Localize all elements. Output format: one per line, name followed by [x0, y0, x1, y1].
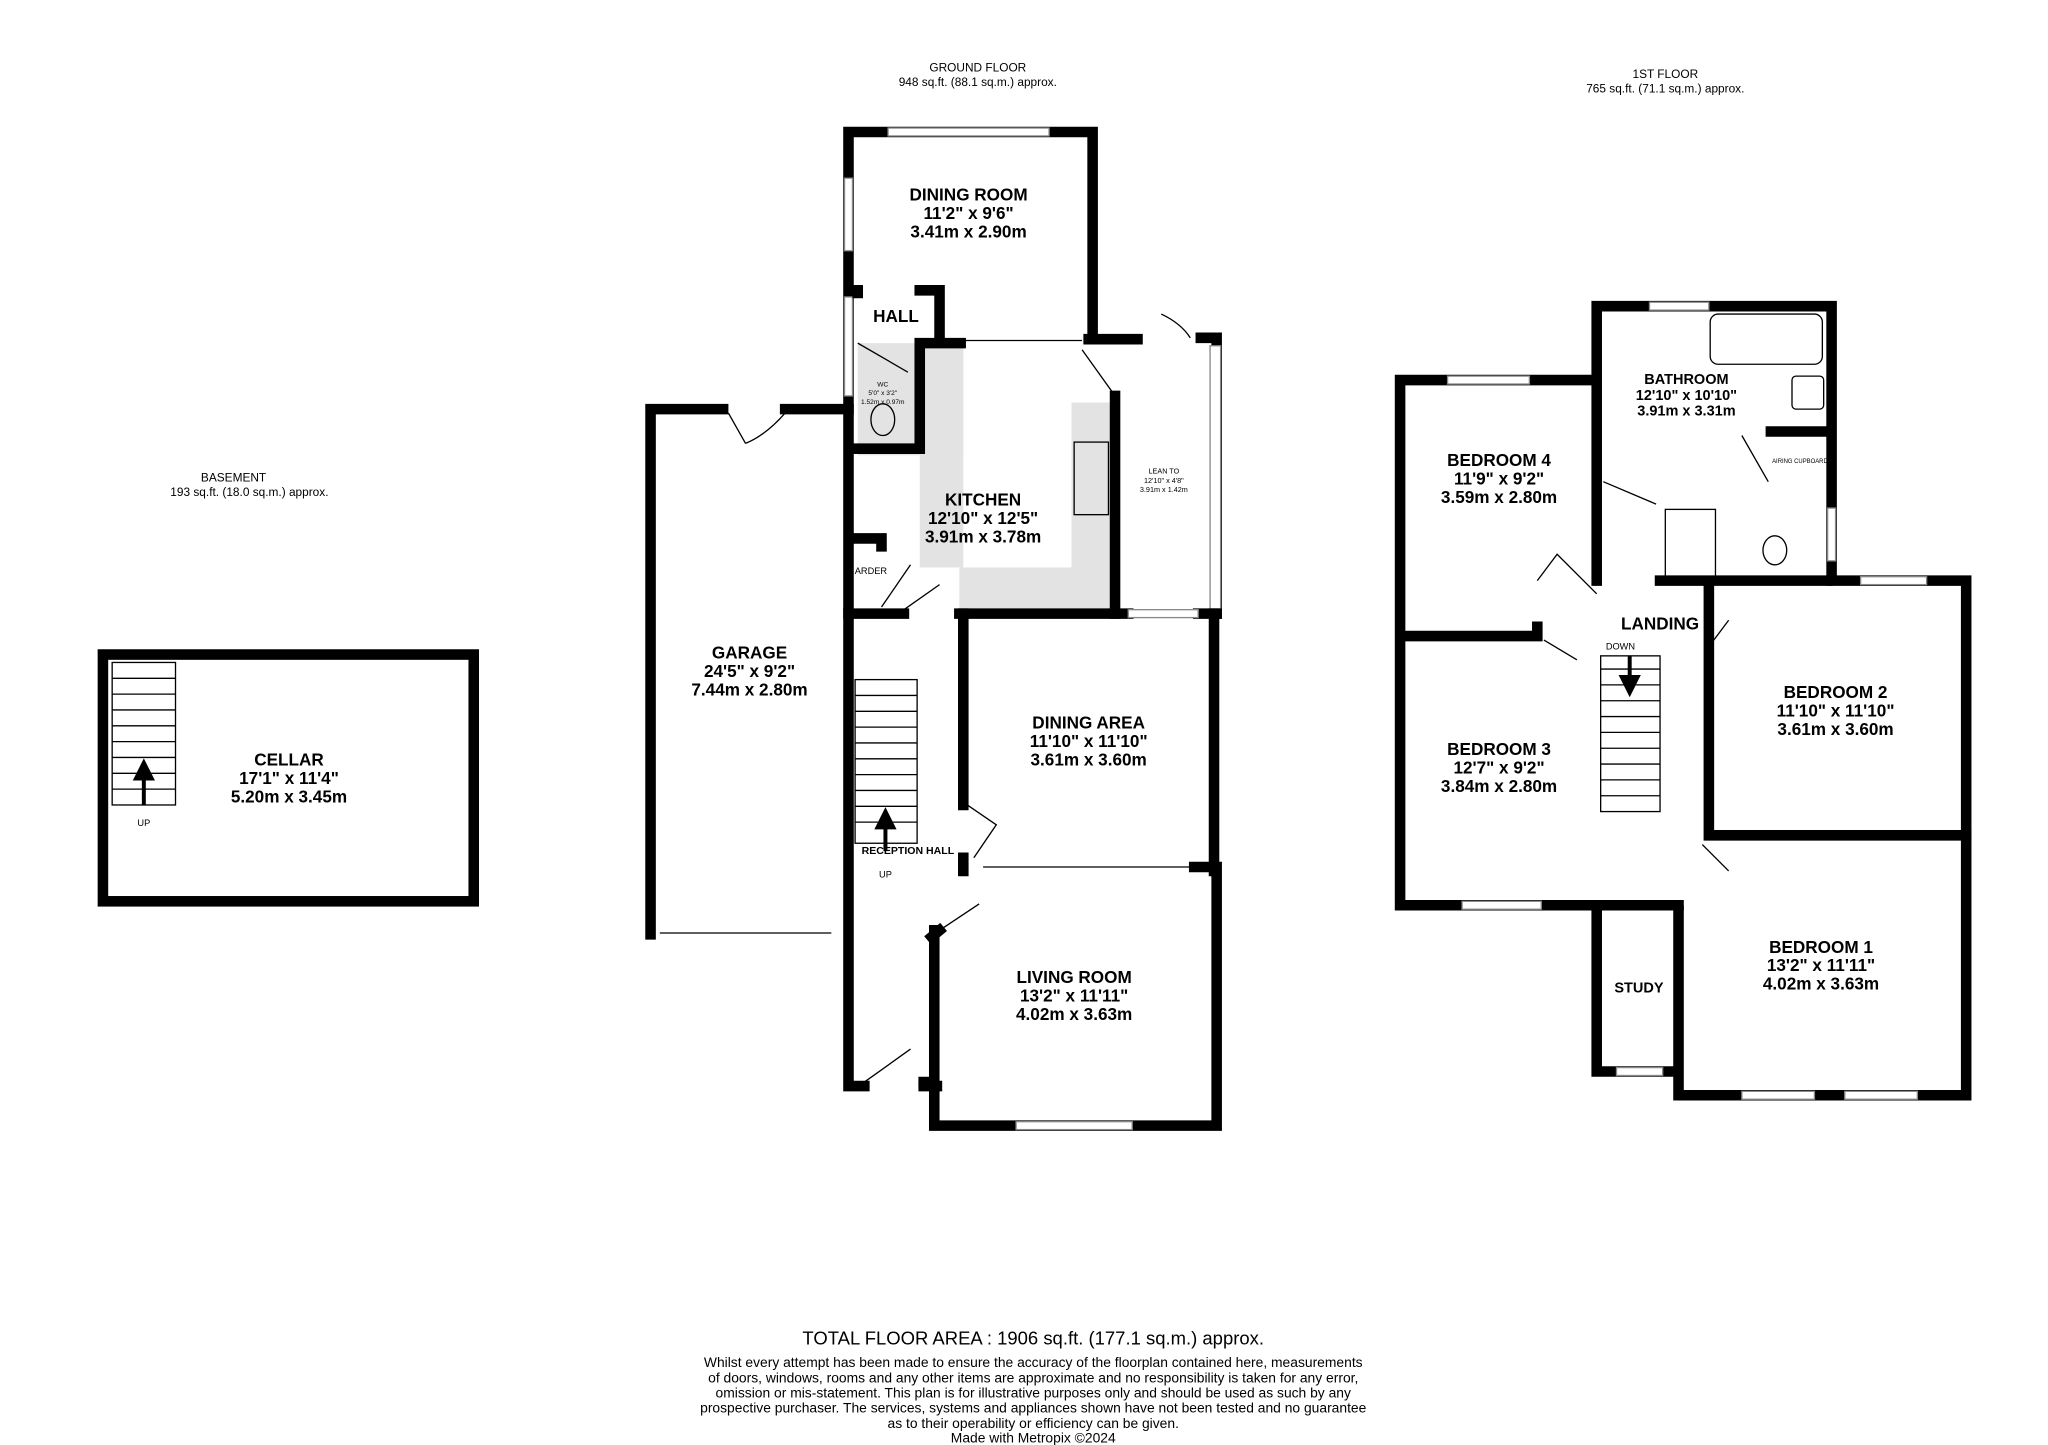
svg-text:193 sq.ft. (18.0 sq.m.) approx: 193 sq.ft. (18.0 sq.m.) approx.: [170, 485, 328, 499]
svg-text:7.44m x 2.80m: 7.44m x 2.80m: [691, 679, 807, 699]
svg-text:CELLAR: CELLAR: [254, 749, 324, 769]
svg-text:11'10" x 11'10": 11'10" x 11'10": [1777, 701, 1895, 721]
arrow-up-icon: [132, 758, 155, 805]
ground-stairs: UP: [854, 678, 918, 880]
first-floor-header: 1ST FLOOR 765 sq.ft. (71.1 sq.m.) approx…: [1586, 67, 1744, 96]
disclaimer-line: prospective purchaser. The services, sys…: [700, 1400, 1366, 1416]
svg-text:13'2" x 11'11": 13'2" x 11'11": [1767, 955, 1875, 975]
svg-text:12'7" x 9'2": 12'7" x 9'2": [1453, 757, 1544, 777]
svg-text:UP: UP: [879, 870, 892, 880]
room-bedroom2: BEDROOM 2 11'10" x 11'10" 3.61m x 3.60m: [1777, 682, 1895, 739]
room-larder: ARDER: [855, 566, 888, 576]
basement-plan: UP CELLAR 17'1" x 11'4" 5.20m x 3.45m: [97, 649, 480, 907]
room-living-room: LIVING ROOM 13'2" x 11'11" 4.02m x 3.63m: [1016, 967, 1132, 1024]
bath-icon: [1709, 313, 1824, 365]
disclaimer-line: omission or mis-statement. This plan is …: [716, 1384, 1351, 1400]
room-bedroom1: BEDROOM 1 13'2" x 11'11" 4.02m x 3.63m: [1763, 937, 1879, 994]
room-airing-cupboard: AIRING CUPBOARD: [1772, 459, 1828, 465]
room-cellar: CELLAR 17'1" x 11'4" 5.20m x 3.45m: [231, 749, 347, 806]
svg-text:DOWN: DOWN: [1606, 641, 1635, 651]
arrow-down-icon: [1618, 655, 1641, 698]
ground-floor-header: GROUND FLOOR 948 sq.ft. (88.1 sq.m.) app…: [899, 60, 1057, 89]
svg-text:KITCHEN: KITCHEN: [945, 489, 1021, 509]
svg-text:17'1" x 11'4": 17'1" x 11'4": [239, 768, 339, 788]
basin-icon: [1791, 375, 1825, 410]
svg-text:3.91m x 3.78m: 3.91m x 3.78m: [925, 526, 1041, 546]
room-dining-room: DINING ROOM 11'2" x 9'6" 3.41m x 2.90m: [910, 185, 1028, 242]
credit: Made with Metropix ©2024: [951, 1429, 1116, 1445]
room-bathroom: BATHROOM 12'10" x 10'10" 3.91m x 3.31m: [1636, 372, 1737, 420]
svg-text:5'0" x 3'2": 5'0" x 3'2": [868, 390, 897, 397]
room-bedroom4: BEDROOM 4 11'9" x 9'2" 3.59m x 2.80m: [1441, 450, 1557, 507]
svg-text:765 sq.ft. (71.1 sq.m.) approx: 765 sq.ft. (71.1 sq.m.) approx.: [1586, 81, 1744, 95]
svg-text:12'10" x 10'10": 12'10" x 10'10": [1636, 388, 1737, 404]
room-lean-to: LEAN TO 12'10" x 4'8" 3.91m x 1.42m: [1140, 467, 1188, 494]
svg-text:DINING ROOM: DINING ROOM: [910, 185, 1028, 205]
svg-text:1ST FLOOR: 1ST FLOOR: [1632, 67, 1698, 81]
svg-text:WC: WC: [877, 382, 888, 389]
svg-text:11'9" x 9'2": 11'9" x 9'2": [1454, 468, 1544, 488]
svg-text:GROUND FLOOR: GROUND FLOOR: [929, 60, 1026, 74]
room-study: STUDY: [1614, 980, 1663, 996]
room-wc: WC 5'0" x 3'2" 1.52m x 0.97m: [861, 382, 905, 406]
svg-text:UP: UP: [137, 818, 150, 828]
svg-text:DINING AREA: DINING AREA: [1032, 712, 1145, 732]
svg-text:BEDROOM 4: BEDROOM 4: [1447, 450, 1551, 470]
room-kitchen: KITCHEN 12'10" x 12'5" 3.91m x 3.78m: [925, 489, 1041, 546]
ground-floor-plan: UP DINING ROOM 11'2" x 9'6" 3.41m x 2.90…: [645, 126, 1222, 1131]
basement-header: BASEMENT 193 sq.ft. (18.0 sq.m.) approx.: [170, 471, 328, 500]
first-floor-plan: DOWN BATHROOM 12'10" x 10'10" 3.91m x 3.…: [1394, 300, 1972, 1101]
svg-text:11'10" x 11'10": 11'10" x 11'10": [1030, 731, 1148, 751]
svg-text:3.61m x 3.60m: 3.61m x 3.60m: [1031, 749, 1147, 769]
svg-text:3.59m x 2.80m: 3.59m x 2.80m: [1441, 487, 1557, 507]
svg-text:4.02m x 3.63m: 4.02m x 3.63m: [1763, 974, 1879, 994]
svg-text:12'10" x 12'5": 12'10" x 12'5": [928, 508, 1038, 528]
svg-text:GARAGE: GARAGE: [712, 642, 787, 662]
cellar-stairs: UP: [111, 661, 177, 828]
svg-text:3.61m x 3.60m: 3.61m x 3.60m: [1777, 719, 1893, 739]
toilet-icon: [870, 403, 896, 437]
disclaimer-line: as to their operability or efficiency ca…: [888, 1415, 1179, 1431]
toilet-icon: [1762, 535, 1788, 566]
svg-text:BEDROOM 2: BEDROOM 2: [1784, 682, 1888, 702]
arrow-up-icon: [874, 807, 897, 852]
svg-text:BEDROOM 1: BEDROOM 1: [1769, 937, 1873, 957]
room-landing: LANDING: [1621, 613, 1699, 633]
svg-text:3.91m x 3.31m: 3.91m x 3.31m: [1637, 404, 1735, 420]
svg-text:11'2" x 9'6": 11'2" x 9'6": [923, 203, 1013, 223]
first-stairs: DOWN: [1600, 641, 1661, 813]
svg-text:BEDROOM 3: BEDROOM 3: [1447, 739, 1551, 759]
svg-text:BATHROOM: BATHROOM: [1644, 372, 1728, 388]
sink-icon: [1073, 441, 1110, 516]
svg-text:LIVING ROOM: LIVING ROOM: [1017, 967, 1132, 987]
disclaimer-line: of doors, windows, rooms and any other i…: [708, 1369, 1358, 1385]
room-hall: HALL: [873, 306, 919, 326]
svg-text:24'5" x 9'2": 24'5" x 9'2": [704, 661, 795, 681]
room-garage: GARAGE 24'5" x 9'2" 7.44m x 2.80m: [691, 642, 807, 699]
shower-icon: [1664, 508, 1717, 579]
svg-text:1.52m x 0.97m: 1.52m x 0.97m: [861, 399, 905, 406]
room-bedroom3: BEDROOM 3 12'7" x 9'2" 3.84m x 2.80m: [1441, 739, 1557, 796]
svg-text:3.91m x 1.42m: 3.91m x 1.42m: [1140, 485, 1188, 494]
svg-text:3.41m x 2.90m: 3.41m x 2.90m: [910, 222, 1026, 242]
svg-text:LEAN TO: LEAN TO: [1148, 467, 1179, 476]
svg-text:948 sq.ft. (88.1 sq.m.) approx: 948 sq.ft. (88.1 sq.m.) approx.: [899, 75, 1057, 89]
room-dining-area: DINING AREA 11'10" x 11'10" 3.61m x 3.60…: [1030, 712, 1148, 769]
footer: TOTAL FLOOR AREA : 1906 sq.ft. (177.1 sq…: [700, 1328, 1366, 1445]
svg-text:5.20m x 3.45m: 5.20m x 3.45m: [231, 786, 347, 806]
svg-text:3.84m x 2.80m: 3.84m x 2.80m: [1441, 776, 1557, 796]
svg-text:13'2" x 11'11": 13'2" x 11'11": [1020, 986, 1128, 1006]
svg-text:BASEMENT: BASEMENT: [201, 471, 266, 485]
svg-text:4.02m x 3.63m: 4.02m x 3.63m: [1016, 1004, 1132, 1024]
total-floor-area: TOTAL FLOOR AREA : 1906 sq.ft. (177.1 sq…: [802, 1328, 1264, 1349]
disclaimer-line: Whilst every attempt has been made to en…: [704, 1354, 1363, 1370]
room-reception-hall: RECEPTION HALL: [862, 845, 955, 857]
svg-text:12'10" x 4'8": 12'10" x 4'8": [1144, 476, 1184, 485]
